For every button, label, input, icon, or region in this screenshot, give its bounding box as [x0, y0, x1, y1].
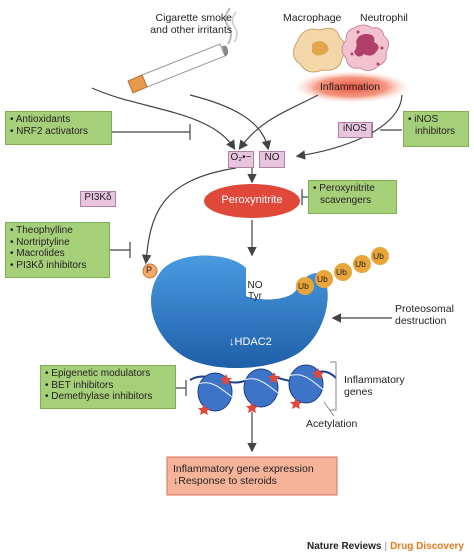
genes-bracket — [330, 361, 337, 411]
superoxide-box: O₂•− — [228, 151, 254, 168]
output-box — [166, 456, 338, 496]
ubiquitin-chain — [296, 247, 389, 295]
cigarette-label: Cigarette smoke and other irritants — [150, 12, 232, 36]
footer-separator: | — [384, 541, 388, 552]
antioxidants-box: • Antioxidants • NRF2 activators — [5, 111, 112, 145]
footer: Nature Reviews|Drug Discovery — [307, 541, 464, 552]
inflammatory-genes-label: Inflammatory genes — [344, 374, 405, 398]
phospho-circle — [142, 263, 158, 279]
neutrophil-icon — [341, 24, 390, 72]
peroxynitrite-label: Peroxynitrite — [221, 194, 283, 206]
macrophage-label: Macrophage — [283, 12, 342, 24]
nucleosomes — [189, 364, 337, 415]
hdac2-shape — [150, 255, 328, 369]
ub-label-1: Ub — [298, 281, 309, 291]
no-box: NO — [259, 151, 285, 168]
epigenetic-box: • Epigenetic modulators • BET inhibitors… — [40, 365, 176, 409]
scavengers-box: • Peroxynitrite scavengers — [308, 180, 397, 214]
ub-label-2: Ub — [317, 274, 328, 284]
footer-brand2: Drug Discovery — [390, 541, 464, 552]
theophylline-box: • Theophylline • Nortriptyline • Macroli… — [5, 222, 110, 278]
peroxynitrite-ellipse — [204, 184, 300, 218]
macrophage-icon — [293, 27, 346, 73]
acetylation-label: Acetylation — [306, 418, 358, 430]
phospho-label: P — [146, 265, 153, 275]
ub-label-4: Ub — [355, 259, 366, 269]
pi3k-box: PI3Kδ — [80, 191, 116, 207]
ub-label-3: Ub — [336, 267, 347, 277]
proteosomal-label: Proteosomal destruction — [395, 303, 454, 327]
ub-label-5: Ub — [373, 251, 384, 261]
inflammation-label: Inflammation — [320, 81, 381, 93]
inos-inhibitors-box: • iNOS inhibitors — [403, 111, 469, 147]
cigarette-icon — [127, 7, 238, 94]
neutrophil-label: Neutrophil — [360, 12, 408, 24]
inflammation-glow — [294, 71, 410, 103]
output-label: Inflammatory gene expression ↓Response t… — [173, 463, 314, 487]
hdac2-label: ↓HDAC2 — [229, 336, 272, 348]
no-tyr-label: NO Tyr — [247, 280, 263, 302]
inos-box: iNOS — [338, 122, 372, 138]
footer-brand: Nature Reviews — [306, 541, 382, 552]
